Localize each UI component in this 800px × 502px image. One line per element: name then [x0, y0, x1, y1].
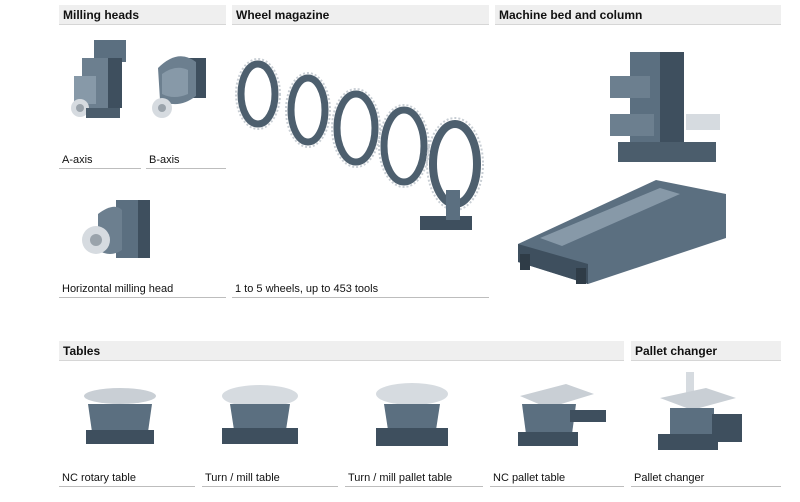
turn-mill-table-image	[214, 382, 306, 448]
section-header-pallet-changer: Pallet changer	[631, 341, 781, 361]
caption-turn-mill-pallet-table: Turn / mill pallet table	[345, 469, 483, 487]
b-axis-head-image	[148, 48, 210, 126]
caption-horizontal-milling-head: Horizontal milling head	[59, 280, 226, 298]
caption-pallet-changer: Pallet changer	[631, 469, 781, 487]
pallet-changer-image	[652, 368, 748, 456]
caption-wheel-magazine: 1 to 5 wheels, up to 453 tools	[232, 280, 489, 298]
caption-nc-rotary-table: NC rotary table	[59, 469, 195, 487]
wheel-magazine-image	[232, 40, 489, 242]
horizontal-milling-head-image	[80, 196, 160, 268]
caption-nc-pallet-table: NC pallet table	[490, 469, 624, 487]
section-header-tables: Tables	[59, 341, 624, 361]
section-header-machine-bed: Machine bed and column	[495, 5, 781, 25]
machine-bed-column-image	[510, 48, 738, 290]
caption-b-axis: B-axis	[146, 151, 226, 169]
turn-mill-pallet-table-image	[370, 380, 454, 450]
a-axis-head-image	[64, 36, 134, 126]
nc-pallet-table-image	[510, 380, 610, 450]
nc-rotary-table-image	[78, 384, 162, 448]
caption-a-axis: A-axis	[59, 151, 141, 169]
section-header-wheel-magazine: Wheel magazine	[232, 5, 489, 25]
caption-turn-mill-table: Turn / mill table	[202, 469, 338, 487]
section-header-milling-heads: Milling heads	[59, 5, 226, 25]
